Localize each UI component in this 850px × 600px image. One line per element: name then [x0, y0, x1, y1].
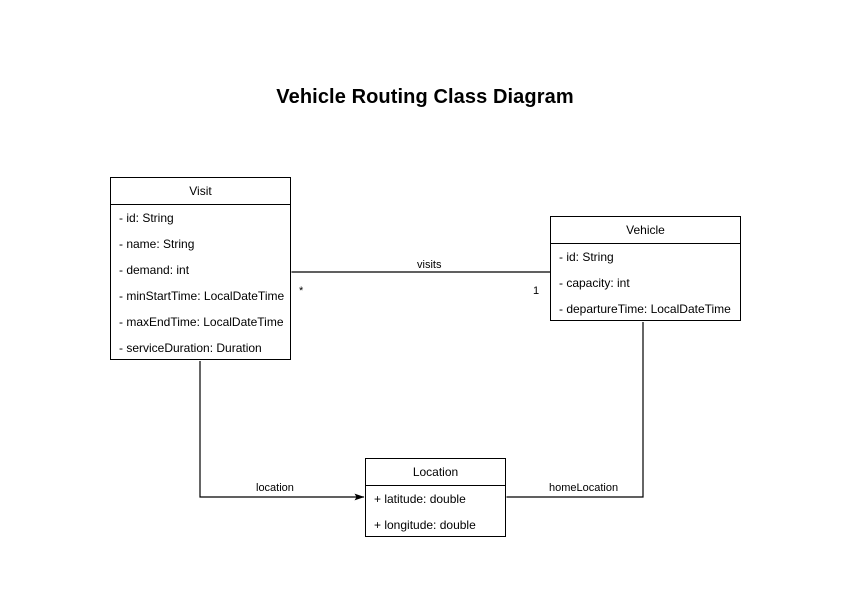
edge-location	[199, 361, 365, 501]
class-attributes-visit: - id: String - name: String - demand: in…	[111, 205, 290, 361]
class-box-location[interactable]: Location + latitude: double + longitude:…	[365, 458, 506, 537]
class-attribute: - serviceDuration: Duration	[119, 341, 262, 355]
class-attribute: - minStartTime: LocalDateTime	[119, 289, 285, 303]
class-attribute: + longitude: double	[374, 518, 476, 532]
class-name-visit: Visit	[111, 178, 290, 205]
class-attribute: - capacity: int	[559, 276, 630, 290]
class-attribute: - id: String	[559, 250, 614, 264]
class-attribute: - demand: int	[119, 263, 190, 277]
class-attribute: - maxEndTime: LocalDateTime	[119, 315, 284, 329]
edge-home-location	[497, 322, 644, 501]
class-attribute: - id: String	[119, 211, 174, 225]
edge-label-home-location: homeLocation	[546, 482, 622, 494]
edge-label-visits: visits	[414, 259, 445, 271]
class-box-vehicle[interactable]: Vehicle - id: String - capacity: int - d…	[550, 216, 741, 321]
multiplicity-visit: *	[299, 285, 304, 297]
class-attribute: + latitude: double	[374, 492, 466, 506]
page-title: Vehicle Routing Class Diagram	[276, 86, 574, 108]
edge-label-location: location	[253, 482, 297, 494]
multiplicity-vehicle: 1	[533, 285, 540, 297]
class-attributes-vehicle: - id: String - capacity: int - departure…	[551, 244, 740, 322]
class-attribute: - departureTime: LocalDateTime	[559, 302, 731, 316]
class-attributes-location: + latitude: double + longitude: double	[366, 486, 505, 538]
class-attribute: - name: String	[119, 237, 195, 251]
class-box-visit[interactable]: Visit - id: String - name: String - dema…	[110, 177, 291, 360]
class-name-location: Location	[366, 459, 505, 486]
class-name-vehicle: Vehicle	[551, 217, 740, 244]
